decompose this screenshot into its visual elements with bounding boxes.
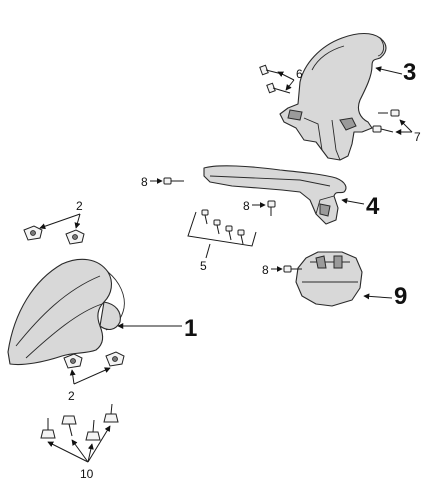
bolt-6-lower	[266, 82, 291, 94]
bolt-10-4	[103, 403, 119, 423]
leader-5	[205, 243, 211, 259]
leader-10-b	[71, 439, 89, 463]
leader-2-bottom-b	[73, 367, 111, 385]
clip-nut-2-bottom-left	[63, 353, 83, 369]
leader-10-a	[47, 441, 89, 463]
leader-2-top-b	[74, 213, 81, 229]
bolt-8-a	[163, 177, 184, 185]
leader-7-a	[399, 119, 413, 133]
bolt-7-upper	[378, 109, 400, 117]
bolt-6-upper	[259, 64, 283, 76]
callout-6: 6	[296, 67, 303, 81]
callout-2-bottom: 2	[68, 389, 75, 403]
callout-5: 5	[200, 259, 207, 273]
callout-9: 9	[394, 283, 407, 310]
leader-6-b	[285, 79, 295, 91]
callout-8-c: 8	[262, 263, 269, 277]
leader-3	[375, 66, 403, 75]
bracket-5	[187, 211, 257, 247]
rear-hugger-part-3	[279, 32, 387, 161]
bolt-10-3	[85, 419, 101, 441]
leader-9	[363, 293, 393, 300]
bolt-8-b	[267, 200, 276, 216]
clip-nut-2-bottom-right	[105, 351, 125, 367]
callout-10: 10	[80, 467, 94, 481]
mudguard-bracket-part-4	[203, 165, 347, 225]
clip-nut-2-top-left	[23, 225, 43, 241]
leader-10-c	[87, 443, 94, 463]
screw-5-4	[237, 229, 245, 245]
bolt-8-c	[283, 265, 302, 273]
bolts-10	[40, 403, 119, 441]
screw-set-5	[201, 209, 245, 245]
leader-2-top-a	[39, 213, 81, 230]
bolt-10-1	[40, 418, 56, 439]
leader-2-bottom-a	[69, 369, 76, 385]
callout-3: 3	[403, 59, 416, 86]
leader-6-a	[277, 71, 295, 81]
clip-nut-2-top-right	[65, 229, 85, 245]
callout-1: 1	[184, 315, 197, 342]
callout-4: 4	[366, 193, 380, 220]
callout-2-top: 2	[76, 199, 83, 213]
front-fender-part-1	[7, 258, 125, 366]
screw-5-1	[201, 209, 209, 225]
leader-10-d	[87, 425, 111, 463]
callout-8-b: 8	[243, 199, 250, 213]
bolt-7-lower	[372, 125, 394, 133]
reflector-housing-part-9	[295, 251, 363, 307]
bolt-10-2	[61, 415, 77, 437]
callout-8-a: 8	[141, 175, 148, 189]
callout-7: 7	[414, 130, 421, 144]
screw-5-3	[225, 225, 233, 241]
screw-5-2	[213, 219, 221, 235]
leader-4	[341, 197, 365, 205]
